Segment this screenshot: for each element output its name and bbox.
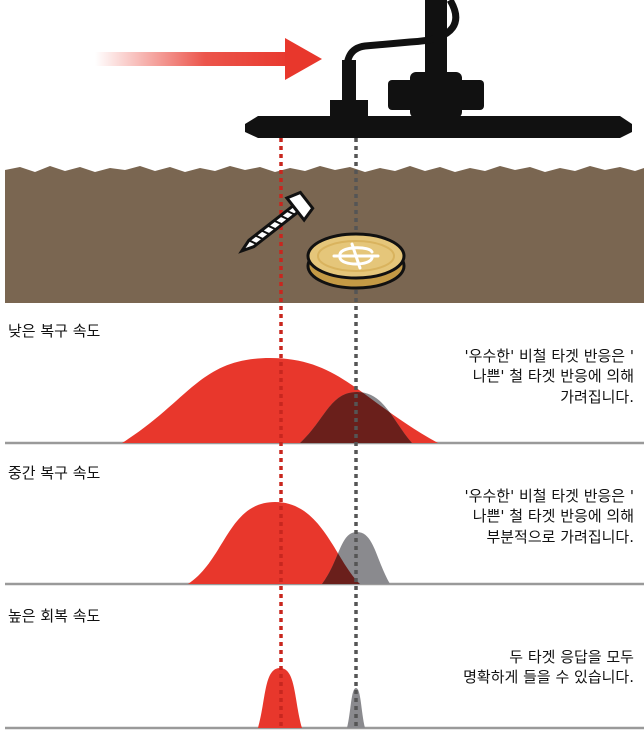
soil-layer — [5, 166, 644, 303]
screw-icon — [238, 190, 315, 254]
panel-note-high: 두 타겟 응답을 모두 명확하게 들을 수 있습니다. — [354, 647, 634, 688]
note-line: 두 타겟 응답을 모두 — [509, 648, 634, 666]
note-line: 나쁜' 철 타겟 반응에 의해 — [472, 367, 634, 386]
panel-note-medium: '우수한' 비철 타겟 반응은 ' 나쁜' 철 타겟 반응에 의해 부분적으로 … — [354, 486, 634, 547]
coin-icon — [306, 232, 406, 290]
note-line: 부분적으로 가려집니다. — [486, 527, 634, 546]
motion-arrow-icon — [95, 38, 322, 80]
ferrous-response-curve — [188, 502, 360, 584]
panel-title-medium: 중간 복구 속도 — [8, 464, 101, 482]
response-curves-high — [258, 668, 365, 728]
panel-note-low: '우수한' 비철 타겟 반응은 ' 나쁜' 철 타겟 반응에 의해 가려집니다. — [354, 346, 634, 407]
overlap-region — [300, 392, 412, 443]
note-line: 나쁜' 철 타겟 반응에 의해 — [472, 507, 634, 526]
note-line: '우수한' 비철 타겟 반응은 ' — [464, 487, 634, 505]
metal-detector-coil-icon — [245, 0, 632, 138]
note-line: 명확하게 들을 수 있습니다. — [463, 668, 634, 687]
response-curves-low — [122, 358, 438, 443]
panel-title-low: 낮은 복구 속도 — [8, 322, 101, 340]
note-line: 가려집니다. — [560, 387, 634, 406]
note-line: '우수한' 비철 타겟 반응은 ' — [464, 347, 634, 365]
panel-title-high: 높은 회복 속도 — [8, 607, 101, 625]
